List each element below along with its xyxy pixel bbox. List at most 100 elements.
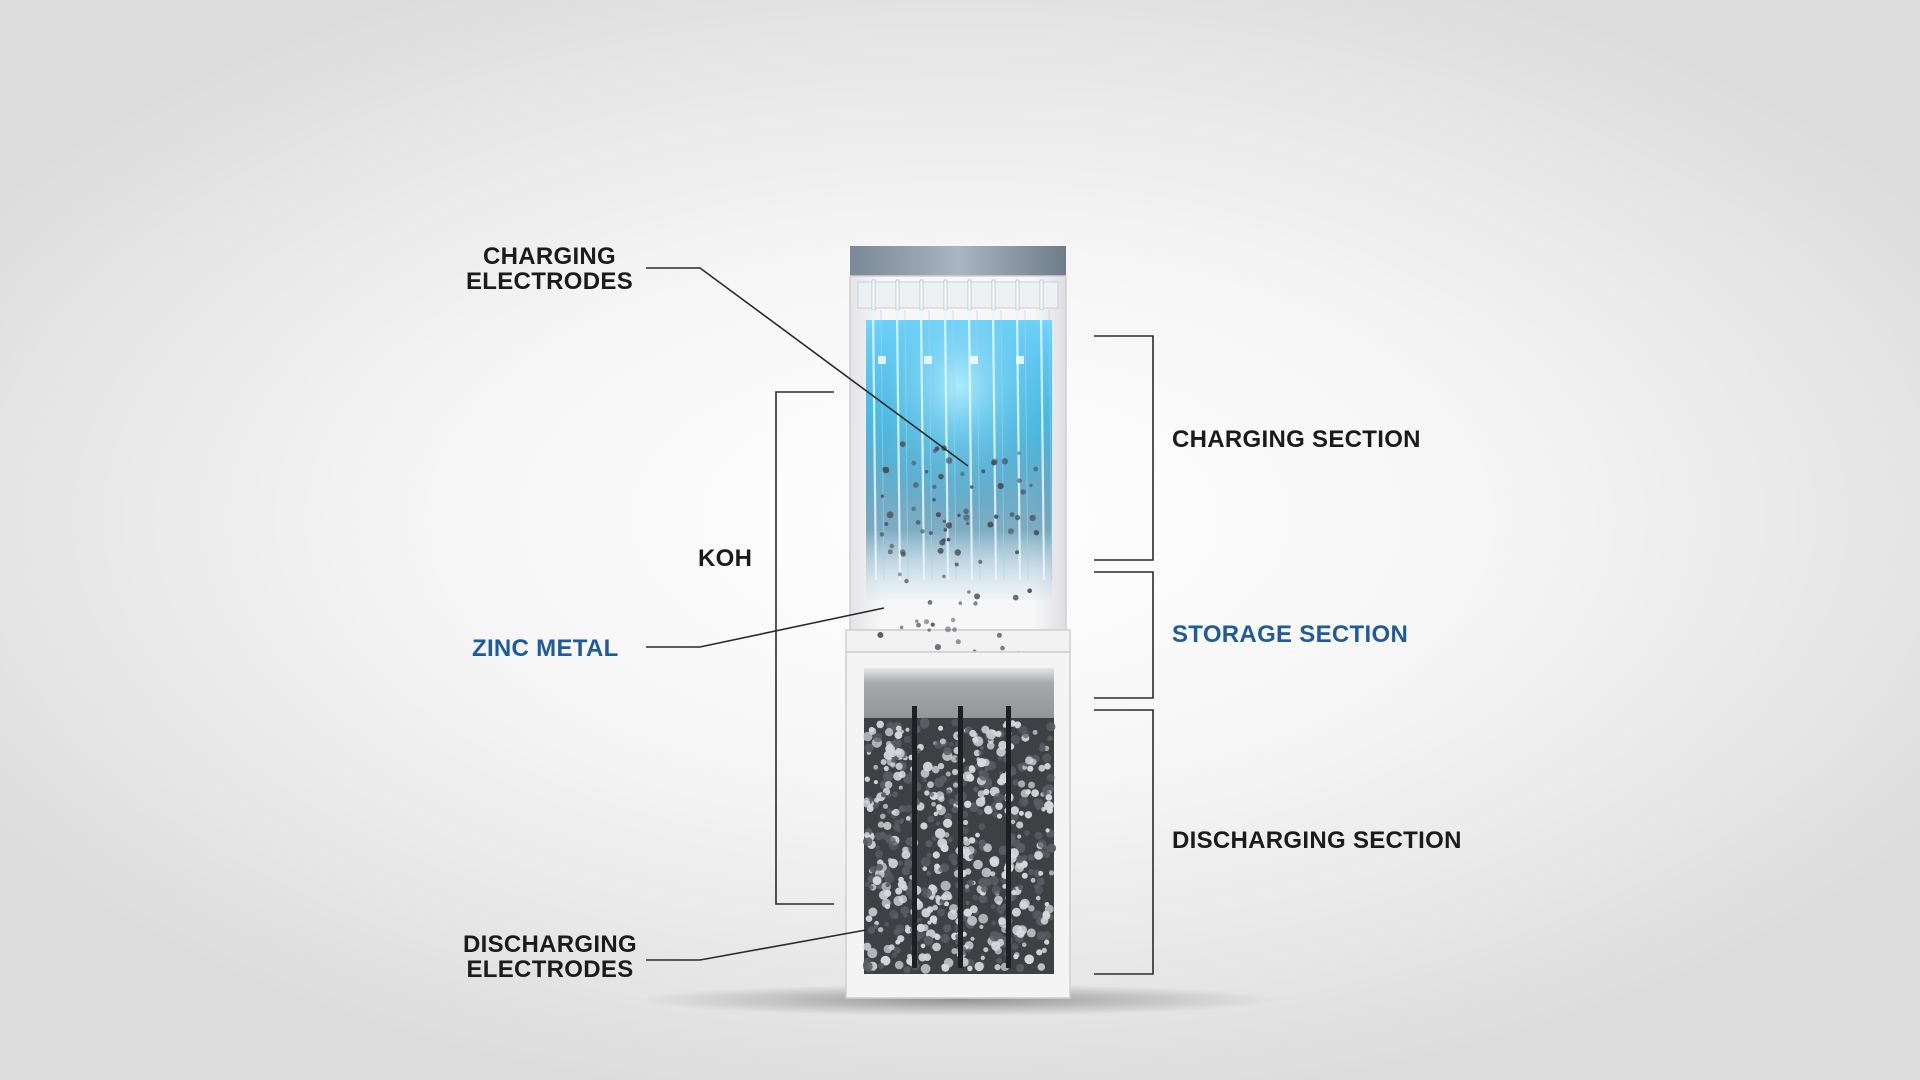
zinc-particle bbox=[966, 948, 972, 953]
zinc-particle bbox=[986, 742, 995, 750]
electrode-clip bbox=[970, 356, 978, 364]
zinc-particle bbox=[989, 875, 999, 885]
zinc-particle bbox=[1002, 884, 1008, 889]
zinc-particle bbox=[940, 843, 949, 853]
zinc-particle bbox=[1026, 928, 1036, 938]
zinc-particle bbox=[950, 617, 956, 623]
zinc-particle bbox=[911, 506, 916, 512]
zinc-particle bbox=[895, 762, 903, 770]
zinc-particle bbox=[867, 948, 878, 959]
zinc-particle bbox=[958, 601, 962, 605]
zinc-particle bbox=[947, 837, 953, 843]
zinc-particle bbox=[1028, 905, 1035, 912]
zinc-particle bbox=[938, 473, 944, 480]
zinc-particle bbox=[953, 782, 959, 788]
zinc-particle bbox=[884, 781, 893, 789]
zinc-particle bbox=[869, 885, 874, 890]
zinc-particle bbox=[894, 819, 900, 825]
zinc-particle bbox=[1016, 963, 1025, 973]
zinc-particle bbox=[873, 924, 878, 929]
zinc-particle bbox=[932, 851, 940, 859]
discharging-section-bracket bbox=[1094, 709, 1154, 975]
zinc-particle bbox=[961, 827, 969, 835]
zinc-particle bbox=[920, 857, 931, 867]
electrode-tab bbox=[991, 279, 996, 311]
zinc-particle bbox=[884, 873, 895, 884]
zinc-particle bbox=[920, 943, 926, 949]
zinc-particle bbox=[1034, 798, 1043, 808]
zinc-particle bbox=[920, 963, 931, 974]
zinc-particle bbox=[893, 928, 901, 936]
zinc-particle bbox=[972, 894, 979, 901]
zinc-particle bbox=[951, 806, 959, 814]
zinc-particle bbox=[893, 946, 901, 954]
zinc-particle bbox=[952, 627, 957, 632]
zinc-particle bbox=[898, 785, 903, 790]
zinc-particle bbox=[991, 941, 1001, 951]
zinc-particle bbox=[951, 948, 958, 955]
zinc-particle bbox=[1019, 901, 1028, 910]
storage-section-bracket bbox=[1094, 571, 1154, 699]
zinc-particle bbox=[923, 953, 932, 961]
zinc-particle bbox=[1036, 931, 1046, 941]
zinc-particle bbox=[967, 965, 973, 972]
zinc-particle bbox=[960, 848, 971, 859]
discharging-electrodes-rods bbox=[912, 706, 1011, 968]
zinc-particle bbox=[1045, 828, 1050, 833]
zinc-particle bbox=[932, 920, 937, 925]
zinc-particle bbox=[981, 867, 992, 878]
zinc-particle bbox=[963, 819, 969, 826]
zinc-particle bbox=[945, 457, 953, 464]
zinc-particle bbox=[960, 471, 965, 477]
zinc-particle bbox=[921, 924, 929, 932]
zinc-particle bbox=[968, 854, 975, 860]
zinc-particle bbox=[943, 832, 950, 838]
zinc-particle bbox=[879, 890, 889, 900]
zinc-particle bbox=[927, 781, 934, 788]
zinc-particle bbox=[938, 795, 945, 802]
zinc-particle bbox=[883, 765, 889, 772]
zinc-particle bbox=[865, 915, 873, 922]
zinc-particle-bed bbox=[862, 717, 1057, 974]
zinc-particle bbox=[942, 519, 946, 523]
zinc-particle bbox=[1036, 949, 1043, 956]
zinc-particle bbox=[1048, 870, 1055, 876]
zinc-particle bbox=[877, 632, 884, 638]
zinc-particle bbox=[904, 804, 913, 813]
zinc-particle bbox=[943, 924, 952, 933]
zinc-particle bbox=[883, 821, 892, 831]
charging-electrode bbox=[1039, 309, 1046, 581]
zinc-particle bbox=[1034, 851, 1043, 860]
zinc-particle bbox=[898, 876, 904, 883]
zinc-particle bbox=[867, 926, 876, 934]
floor-shadow bbox=[638, 984, 1278, 1016]
zinc-particle bbox=[895, 725, 902, 732]
zinc-particle bbox=[943, 958, 954, 968]
zinc-particle bbox=[895, 887, 903, 895]
zinc-particle bbox=[1028, 781, 1035, 789]
zinc-particle bbox=[889, 749, 897, 758]
zinc-particle bbox=[1031, 789, 1039, 797]
zinc-particle bbox=[929, 531, 933, 535]
zinc-particle bbox=[990, 904, 996, 910]
zinc-particle bbox=[944, 901, 949, 907]
zinc-particle bbox=[917, 917, 922, 922]
zinc-particle bbox=[1012, 779, 1019, 786]
zinc-particle bbox=[1017, 763, 1023, 769]
zinc-particle bbox=[1018, 780, 1026, 788]
zinc-particle bbox=[957, 513, 961, 517]
zinc-particle bbox=[1045, 794, 1053, 801]
zinc-particle bbox=[996, 813, 1003, 819]
zinc-particle bbox=[931, 765, 940, 774]
zinc-particle bbox=[1021, 942, 1027, 947]
zinc-particle bbox=[940, 863, 950, 873]
zinc-particle bbox=[873, 780, 878, 785]
electrode-tab bbox=[1039, 279, 1044, 311]
zinc-particle bbox=[1044, 904, 1054, 914]
zinc-particle bbox=[903, 774, 913, 784]
zinc-particle bbox=[981, 885, 989, 893]
zinc-particle bbox=[888, 944, 895, 951]
zinc-particle bbox=[905, 924, 910, 930]
zinc-particle bbox=[1011, 889, 1017, 896]
electrode-clip bbox=[878, 356, 886, 364]
